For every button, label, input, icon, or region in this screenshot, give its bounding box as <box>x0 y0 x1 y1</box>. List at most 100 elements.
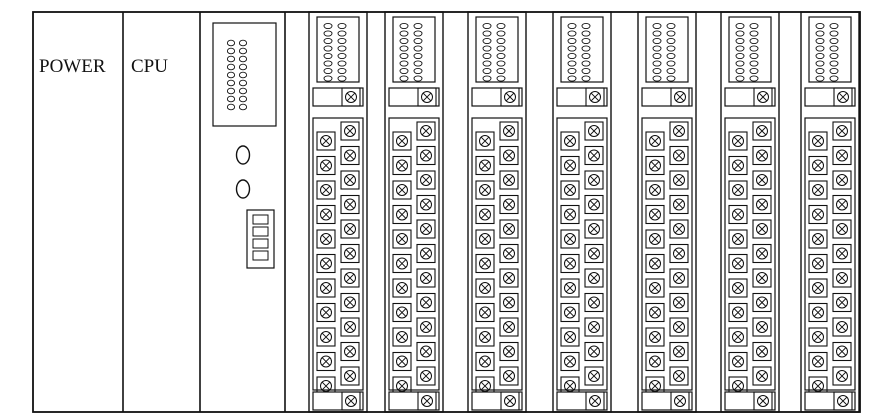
io-indicator-led <box>652 22 662 30</box>
io-indicator-led <box>399 30 409 37</box>
screw-head <box>479 282 491 294</box>
terminal-screw-right <box>669 145 689 166</box>
io-indicator-led <box>815 60 825 67</box>
screw-slot <box>346 396 356 406</box>
screw-slot <box>758 396 768 406</box>
terminal-screw-left <box>728 327 748 347</box>
screw-head <box>756 321 768 333</box>
screw-slot <box>421 298 431 307</box>
screw-head <box>503 370 515 382</box>
screw-slot <box>565 234 575 244</box>
screw-slot <box>480 381 490 391</box>
screw-head <box>649 159 661 172</box>
io-indicator-led <box>567 37 577 45</box>
screw-slot <box>837 347 847 356</box>
screw-slot <box>480 185 490 195</box>
terminal-screw-left <box>316 229 336 249</box>
io-indicator-led <box>735 45 745 52</box>
screw-head <box>564 331 576 343</box>
screw-head <box>503 198 515 211</box>
screw-slot <box>650 357 660 366</box>
terminal-screw-right <box>752 317 772 337</box>
io-indicator-led <box>399 52 409 60</box>
terminal-screw-left <box>392 229 412 249</box>
screw-head <box>732 208 744 221</box>
io-indicator-led <box>652 67 662 75</box>
screw-slot <box>813 332 823 342</box>
io-indicator-led <box>496 22 506 30</box>
io-module-housing <box>720 11 780 413</box>
io-indicator-led <box>735 22 745 30</box>
terminal-screw-left <box>645 131 665 151</box>
screw-head <box>673 174 685 186</box>
screw-slot <box>397 308 407 317</box>
screw-slot <box>733 210 743 219</box>
io-indicator-led <box>567 67 577 75</box>
screw-slot <box>650 136 660 146</box>
screw-head <box>836 125 848 137</box>
io-module <box>800 11 860 413</box>
io-indicator-led <box>399 75 409 82</box>
terminal-screw-right <box>340 268 360 288</box>
screw-slot <box>838 92 848 102</box>
screw-slot <box>321 210 331 219</box>
screw-head <box>503 247 515 260</box>
status-led <box>238 103 248 111</box>
io-module-housing <box>800 11 860 413</box>
screw-head <box>649 282 661 294</box>
io-indicator-led <box>829 75 839 82</box>
screw-head <box>564 257 576 270</box>
terminal-screw-left <box>808 253 828 274</box>
terminal-screw-right <box>416 170 436 190</box>
io-modules <box>308 11 860 413</box>
io-indicator-led <box>482 60 492 67</box>
screw-head <box>674 91 686 103</box>
io-indicator-led <box>581 22 591 30</box>
io-indicator-led <box>829 60 839 67</box>
io-module <box>384 11 444 413</box>
screw-head <box>503 321 515 333</box>
screw-head <box>420 125 432 137</box>
screw-slot <box>757 249 767 258</box>
io-indicator-led <box>482 30 492 37</box>
terminal-screw-right <box>340 121 360 141</box>
terminal-screw-left <box>475 155 495 176</box>
status-led <box>238 39 248 47</box>
screw-slot <box>397 234 407 244</box>
io-indicator-led <box>749 60 759 67</box>
cover-screw-top <box>417 87 437 107</box>
screw-slot <box>589 175 599 185</box>
screw-slot <box>674 347 684 356</box>
io-indicator-led <box>413 67 423 75</box>
terminal-screw-right <box>499 194 519 215</box>
terminal-screw-right <box>584 268 604 288</box>
io-indicator-led <box>652 30 662 37</box>
io-indicator-led <box>496 67 506 75</box>
screw-slot <box>346 92 356 102</box>
screw-slot <box>321 357 331 366</box>
io-indicator-led <box>749 75 759 82</box>
screw-slot <box>650 185 660 195</box>
terminal-screw-right <box>584 121 604 141</box>
screw-slot <box>757 175 767 185</box>
screw-head <box>564 282 576 294</box>
screw-head <box>344 247 356 260</box>
status-led <box>238 47 248 55</box>
screw-slot <box>421 322 431 332</box>
io-indicator-led <box>337 75 347 82</box>
screw-head <box>320 184 332 196</box>
io-indicator-led <box>815 37 825 45</box>
screw-slot <box>650 234 660 244</box>
screw-head <box>649 306 661 319</box>
screw-slot <box>813 308 823 317</box>
screw-head <box>673 345 685 358</box>
terminal-screw-right <box>340 292 360 313</box>
screw-slot <box>421 224 431 234</box>
io-indicator-led <box>496 30 506 37</box>
io-indicator-led <box>652 60 662 67</box>
status-led <box>238 55 248 63</box>
screw-head <box>649 208 661 221</box>
terminal-screw-left <box>392 278 412 298</box>
screw-slot <box>757 224 767 234</box>
io-indicator-led <box>496 60 506 67</box>
